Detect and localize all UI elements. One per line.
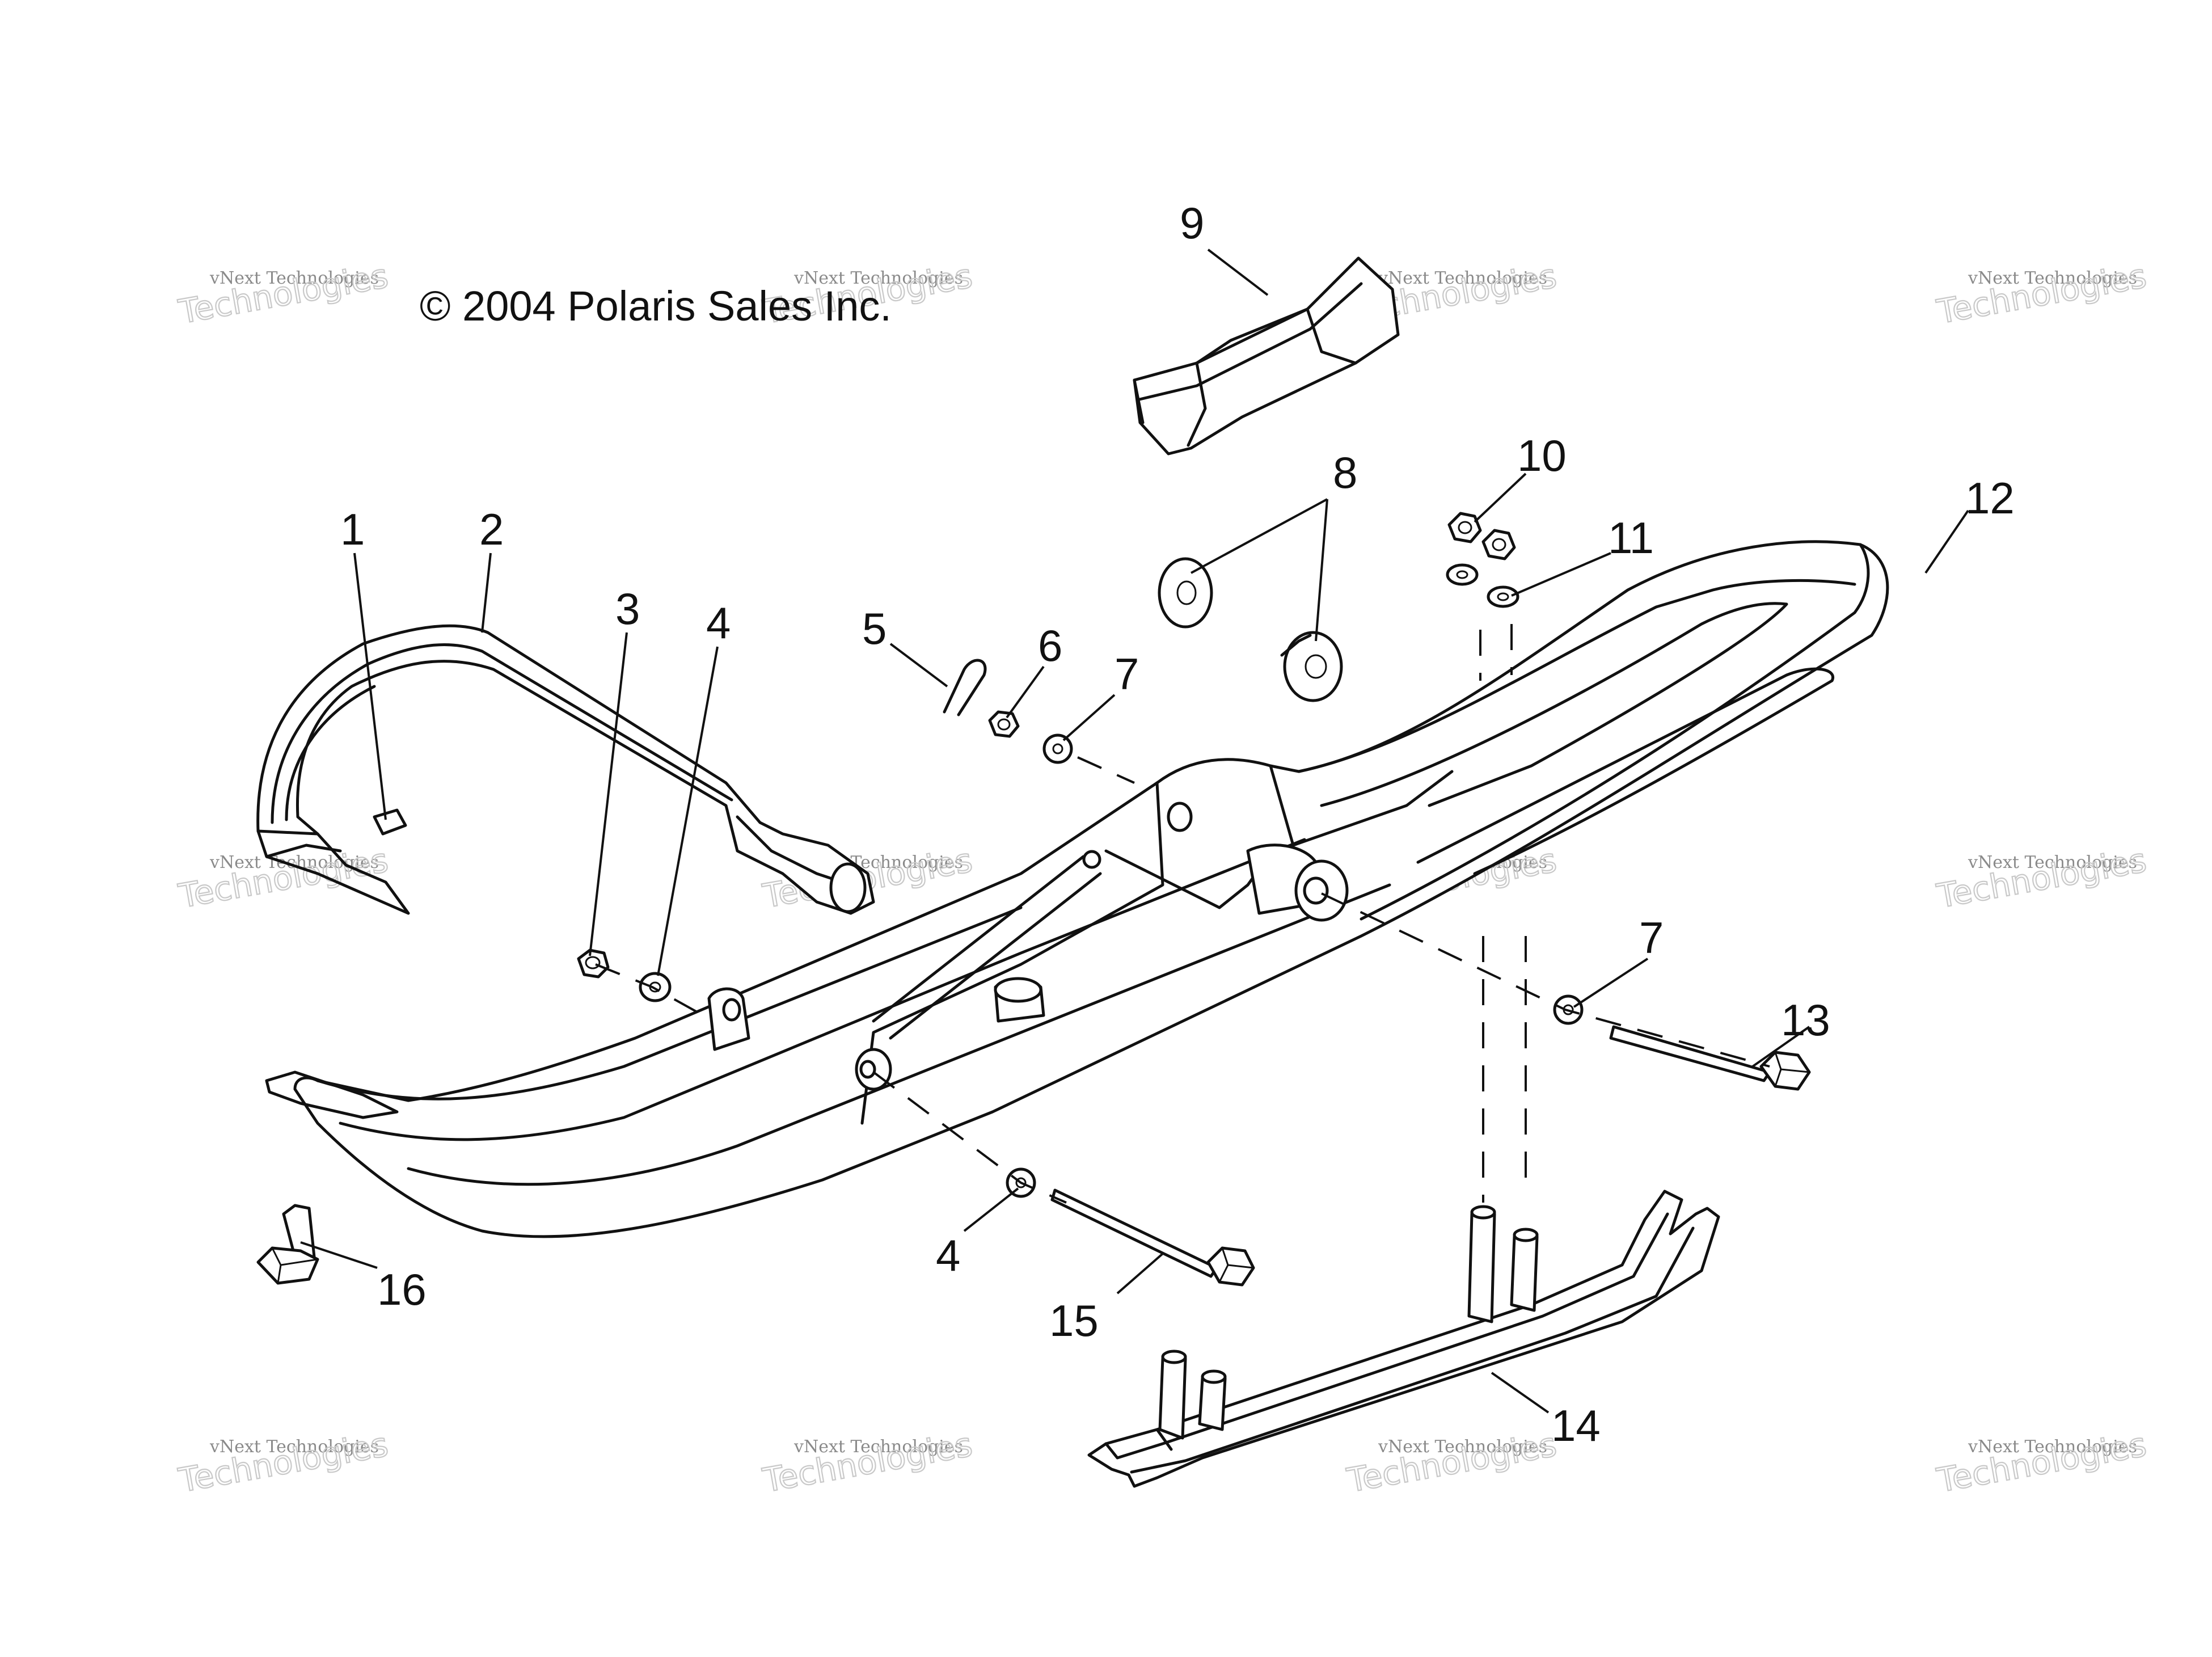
svg-text:vNext Technologies: vNext Technologies [1968, 853, 2137, 872]
part-label: 12 [1965, 473, 2015, 523]
part-label: 14 [1551, 1401, 1601, 1451]
part-label: 2 [479, 504, 504, 554]
watermark: vNext Technologies Technologies [1934, 1424, 2150, 1500]
part-8-bushing-right [1280, 631, 1343, 702]
watermark: vNext Technologies Technologies [759, 1424, 976, 1500]
part-10-nuts [1447, 512, 1516, 560]
part-13-bolt [1609, 1025, 1811, 1091]
part-6-nut [988, 710, 1020, 738]
part-label: 15 [1049, 1296, 1099, 1346]
part-label: 4 [706, 598, 731, 648]
svg-text:vNext Technologies: vNext Technologies [209, 853, 379, 872]
part-7-washer-upper [1042, 733, 1073, 764]
svg-text:vNext Technologies: vNext Technologies [209, 1437, 379, 1457]
watermark: vNext Technologies Technologies [1934, 256, 2150, 332]
svg-text:Technologies: Technologies [760, 1425, 976, 1500]
part-2-loop-handle [256, 624, 875, 915]
svg-text:Technologies: Technologies [176, 1425, 391, 1500]
part-labels: 1 2 3 4 4 5 6 7 7 8 9 10 11 12 13 14 15 … [340, 198, 2015, 1451]
part-label: 7 [1115, 649, 1139, 699]
copyright-text: © 2004 Polaris Sales Inc. [420, 283, 892, 330]
watermark: vNext Technologies Technologies [1344, 1424, 1560, 1500]
part-label: 11 [1608, 513, 1654, 563]
assembly-lines [595, 624, 1770, 1204]
part-9-pad [1133, 256, 1400, 456]
part-label: 6 [1038, 621, 1062, 671]
part-1-clip [373, 808, 407, 836]
svg-text:Technologies: Technologies [1344, 1425, 1560, 1500]
part-4-washer-upper [639, 972, 672, 1002]
svg-text:Technologies: Technologies [1934, 256, 2150, 331]
svg-text:vNext Technologies: vNext Technologies [793, 1437, 963, 1457]
svg-text:Technologies: Technologies [176, 256, 391, 331]
part-12-ski-body [265, 540, 1889, 1238]
part-15-bolt [1050, 1188, 1255, 1287]
part-label: 16 [377, 1264, 427, 1314]
part-14-runner [1087, 1190, 1720, 1488]
part-11-washers [1446, 563, 1519, 608]
part-label: 3 [615, 584, 640, 634]
svg-text:Technologies: Technologies [1934, 841, 2150, 916]
part-label: 13 [1781, 995, 1830, 1045]
svg-text:vNext Technologies: vNext Technologies [793, 268, 963, 288]
part-4-washer-lower [1006, 1167, 1036, 1198]
part-5-cotter-pin [943, 659, 987, 716]
leader-lines [300, 248, 1969, 1414]
svg-text:vNext Technologies: vNext Technologies [1968, 268, 2137, 288]
part-label: 7 [1639, 913, 1664, 963]
svg-text:vNext Technologies: vNext Technologies [1378, 1437, 1547, 1457]
svg-text:vNext Technologies: vNext Technologies [209, 268, 379, 288]
part-label: 10 [1517, 431, 1567, 480]
svg-text:vNext Technologies: vNext Technologies [1968, 1437, 2137, 1457]
part-label: 4 [936, 1230, 960, 1280]
part-label: 5 [862, 604, 887, 653]
part-16-bolt [256, 1204, 319, 1285]
watermark: vNext Technologies Technologies [1934, 840, 2150, 916]
part-8-bushing-left [1158, 557, 1213, 629]
part-label: 1 [340, 504, 365, 554]
part-label: 9 [1180, 198, 1204, 248]
part-3-nut [577, 948, 610, 979]
svg-text:Technologies: Technologies [1934, 1425, 2150, 1500]
svg-text:vNext Technologies: vNext Technologies [1378, 268, 1547, 288]
part-label: 8 [1333, 448, 1357, 497]
watermark: vNext Technologies Technologies [175, 256, 392, 332]
watermark: vNext Technologies Technologies [175, 1424, 392, 1500]
